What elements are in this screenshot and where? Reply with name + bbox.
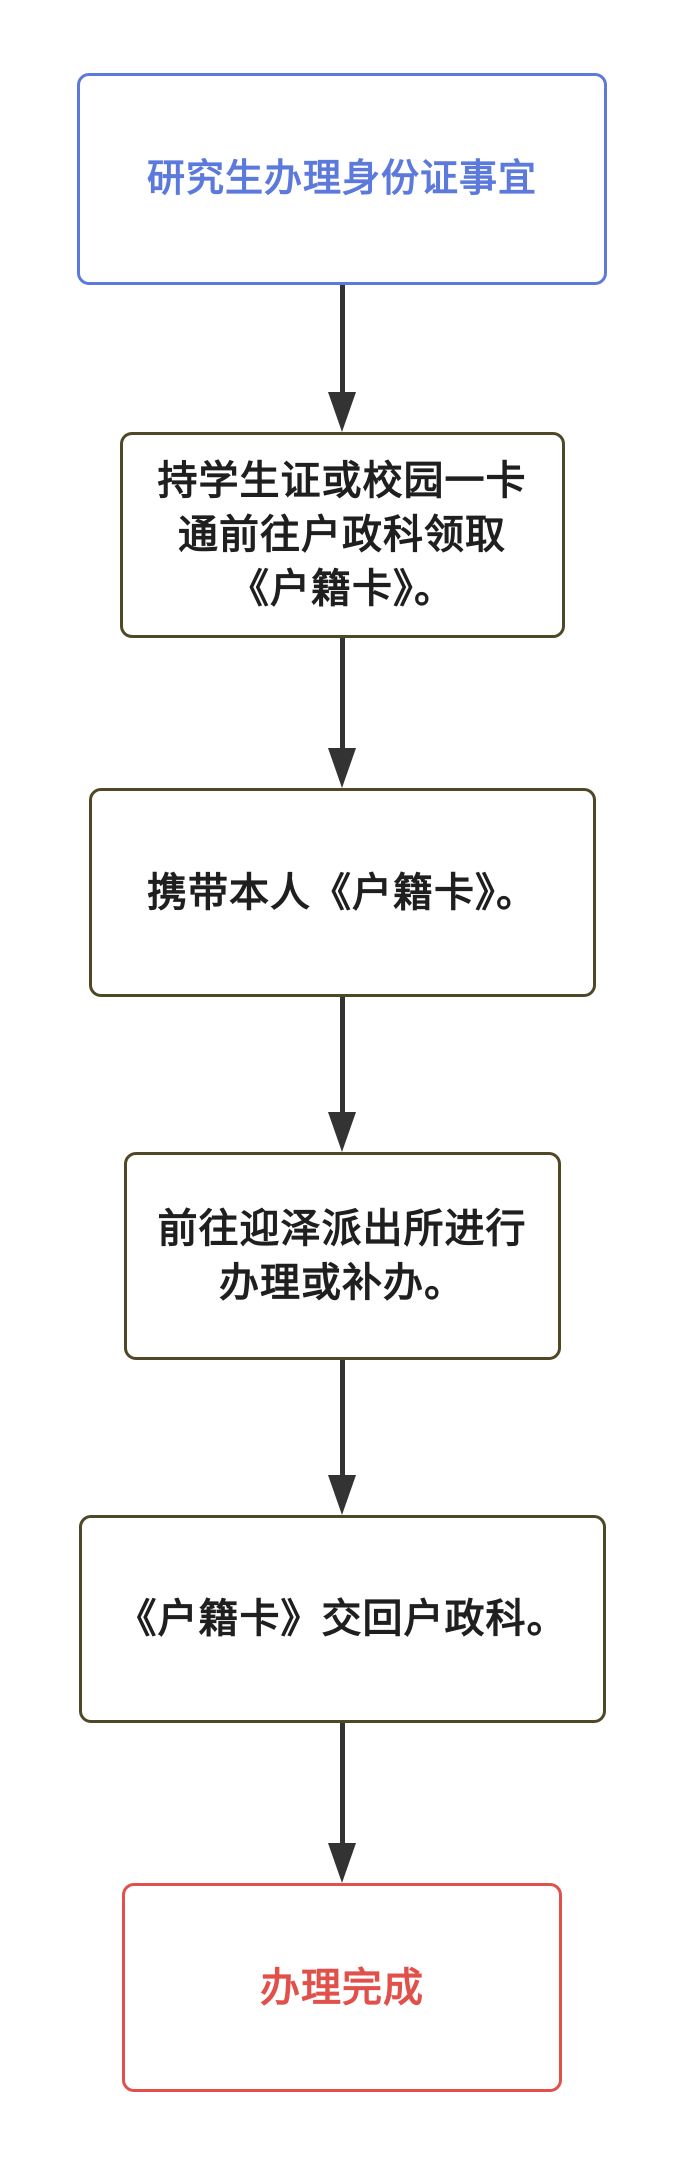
arrowhead-down-icon (328, 1475, 356, 1515)
arrow-1 (327, 285, 357, 432)
flow-node-step-2: 携带本人《户籍卡》。 (88, 788, 596, 997)
arrowhead-down-icon (328, 392, 356, 432)
arrow-3 (327, 997, 357, 1152)
arrow-stem (339, 1723, 345, 1844)
arrow-5 (327, 1723, 357, 1883)
arrowhead-down-icon (328, 1843, 356, 1883)
flow-node-step-3: 前往迎泽派出所进行 办理或补办。 (123, 1152, 561, 1360)
flow-node-step-4-label: 《户籍卡》交回户政科。 (116, 1597, 568, 1641)
arrow-2 (327, 638, 357, 788)
arrowhead-down-icon (328, 748, 356, 788)
flow-node-end: 办理完成 (122, 1883, 562, 2092)
flow-node-step-3-label: 前往迎泽派出所进行 办理或补办。 (157, 1207, 527, 1305)
flow-node-end-label: 办理完成 (260, 1965, 424, 2010)
flow-node-step-4: 《户籍卡》交回户政科。 (78, 1515, 606, 1723)
arrow-stem (339, 285, 345, 393)
flow-node-step-1-label: 持学生证或校园一卡 通前往户政科领取 《户籍卡》。 (157, 459, 527, 611)
arrow-stem (339, 638, 345, 749)
arrow-stem (339, 1360, 345, 1476)
flow-node-title-label: 研究生办理身份证事宜 (146, 158, 537, 200)
arrow-stem (339, 997, 345, 1113)
flow-node-step-1: 持学生证或校园一卡 通前往户政科领取 《户籍卡》。 (119, 432, 565, 638)
flow-node-step-2-label: 携带本人《户籍卡》。 (147, 870, 537, 915)
flow-node-title: 研究生办理身份证事宜 (77, 73, 607, 285)
arrow-4 (327, 1360, 357, 1515)
arrowhead-down-icon (328, 1112, 356, 1152)
